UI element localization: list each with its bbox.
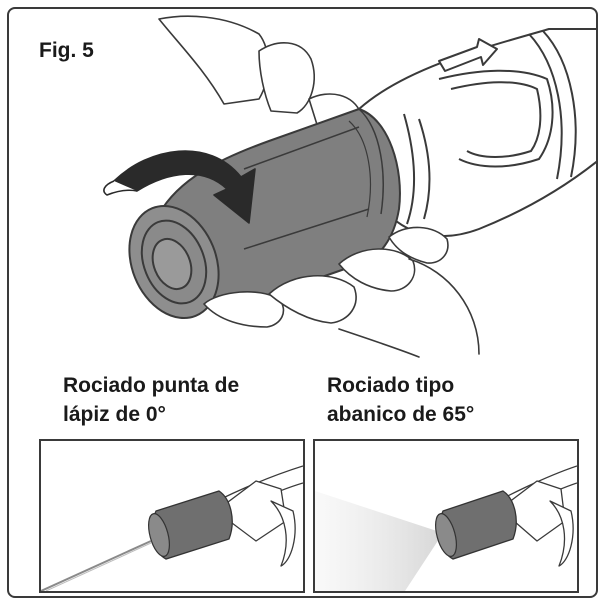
fan-spray-illustration (315, 465, 577, 591)
caption-zero-degree-line-2: lápiz de 0° (63, 403, 166, 426)
panel-fan-65-degree-spray (313, 439, 579, 593)
nozzle-rotation-illustration (103, 15, 596, 358)
figure-frame: Fig. 5 Rociado punta de lápiz de 0° Roci… (7, 7, 598, 598)
caption-fan-line-1: Rociado tipo (327, 374, 455, 397)
caption-zero-degree: Rociado punta de lápiz de 0° (63, 371, 239, 429)
caption-fan-line-2: abanico de 65° (327, 403, 475, 426)
caption-fan-65-degree: Rociado tipo abanico de 65° (327, 371, 474, 429)
caption-zero-degree-line-1: Rociado punta de (63, 374, 240, 397)
figure-label: Fig. 5 (39, 39, 94, 62)
panel-zero-degree-spray (39, 439, 305, 593)
zero-degree-spray-illustration (41, 465, 303, 591)
